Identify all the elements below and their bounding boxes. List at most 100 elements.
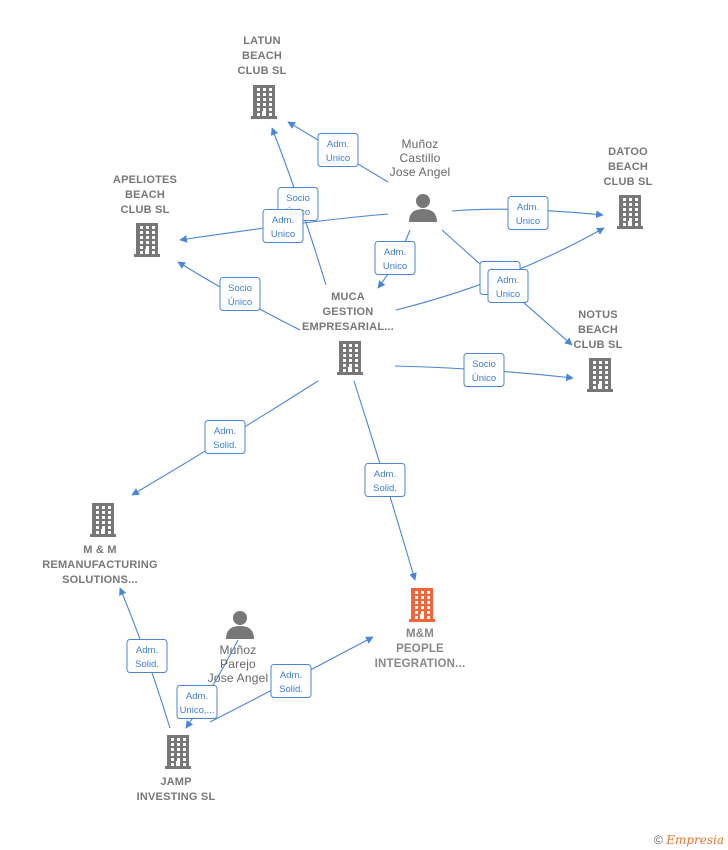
edge-label-e5[interactable]: Adm.Unico (374, 241, 416, 275)
building-window (171, 738, 174, 741)
building-base (587, 389, 613, 392)
node-mm-people[interactable]: M&MPEOPLEINTEGRATION... (375, 588, 466, 670)
edge-label-box (219, 277, 261, 311)
edge-label-text: Socio (228, 283, 252, 294)
node-label-line: Castillo (400, 151, 441, 165)
node-label-line: Jose Angel (390, 165, 451, 179)
building-window (635, 198, 638, 201)
building-window (263, 93, 266, 96)
edge-label-e3[interactable]: Adm.Unico (262, 209, 304, 243)
building-window (427, 606, 430, 609)
building-door (420, 614, 424, 619)
node-label-line: M&M (406, 628, 434, 640)
building-window (427, 591, 430, 594)
building-window (171, 758, 174, 761)
building-window (171, 743, 174, 746)
building-window (599, 361, 602, 364)
building-window (427, 616, 430, 619)
building-window (152, 241, 155, 244)
edge-label-e13[interactable]: Adm.Unico,... (176, 685, 218, 719)
building-window (96, 526, 99, 529)
edge-label-text: Unico (496, 289, 520, 300)
building-window (593, 366, 596, 369)
building-door (101, 529, 105, 534)
edge-label-e1[interactable]: Adm.Unico (317, 133, 359, 167)
building-window (177, 748, 180, 751)
building-window (605, 386, 608, 389)
building-window (140, 246, 143, 249)
building-window (421, 591, 424, 594)
node-muca[interactable]: MUCAGESTIONEMPRESARIAL... (302, 291, 394, 375)
building-door (348, 367, 352, 372)
node-label-line: INVESTING SL (137, 791, 216, 803)
building-window (183, 758, 186, 761)
edge-label-e8[interactable]: Adm. Unico (487, 269, 529, 303)
building-window (343, 359, 346, 362)
building-window (415, 616, 418, 619)
node-jamp[interactable]: JAMP INVESTING SL (137, 735, 216, 803)
edge-label-text: Unico (271, 229, 295, 240)
edge-label-e11[interactable]: Adm.Solid. (364, 463, 406, 497)
building-window (343, 349, 346, 352)
building-window (140, 241, 143, 244)
building-window (146, 241, 149, 244)
building-window (257, 108, 260, 111)
building-window (152, 236, 155, 239)
building-window (146, 246, 149, 249)
edge-label-e10[interactable]: Adm.Solid. (204, 420, 246, 454)
node-label-line: PEOPLE (396, 643, 444, 655)
building-icon (90, 503, 116, 537)
building-window (140, 226, 143, 229)
building-window (146, 231, 149, 234)
building-window (349, 359, 352, 362)
edge-label-text: Adm. (497, 275, 519, 286)
building-window (605, 361, 608, 364)
node-label-line: LATUN (243, 35, 280, 47)
building-icon (617, 195, 643, 229)
building-window (355, 349, 358, 352)
edge-label-text: Adm. (214, 426, 236, 437)
edge-label-box (463, 353, 505, 387)
edge-label-e12[interactable]: Adm.Solid. (126, 639, 168, 673)
building-window (140, 231, 143, 234)
building-window (415, 596, 418, 599)
node-label-line: CLUB SL (120, 204, 169, 216)
building-window (108, 531, 111, 534)
building-window (629, 203, 632, 206)
edge-label-box (270, 664, 312, 698)
building-window (349, 349, 352, 352)
building-window (177, 743, 180, 746)
building-window (171, 748, 174, 751)
building-window (183, 738, 186, 741)
building-window (623, 203, 626, 206)
node-label-line: CLUB SL (603, 176, 652, 188)
building-window (623, 208, 626, 211)
building-window (415, 606, 418, 609)
node-label-line: JAMP (160, 776, 191, 788)
building-window (269, 98, 272, 101)
copyright-icon: © (654, 833, 663, 847)
edge-label-text: Único (228, 297, 252, 308)
edge-label-text: Socio (472, 359, 496, 370)
building-window (593, 386, 596, 389)
node-label-line: CLUB SL (237, 65, 286, 77)
edge-label-text: Solid. (135, 659, 159, 670)
building-window (593, 376, 596, 379)
node-mm-reman[interactable]: M & MREMANUFACTURINGSOLUTIONS... (42, 503, 158, 586)
building-window (102, 511, 105, 514)
building-window (355, 354, 358, 357)
edge-label-e4[interactable]: Adm.Unico (507, 196, 549, 230)
building-window (427, 611, 430, 614)
edge-label-e14[interactable]: Adm.Solid. (270, 664, 312, 698)
building-window (263, 98, 266, 101)
